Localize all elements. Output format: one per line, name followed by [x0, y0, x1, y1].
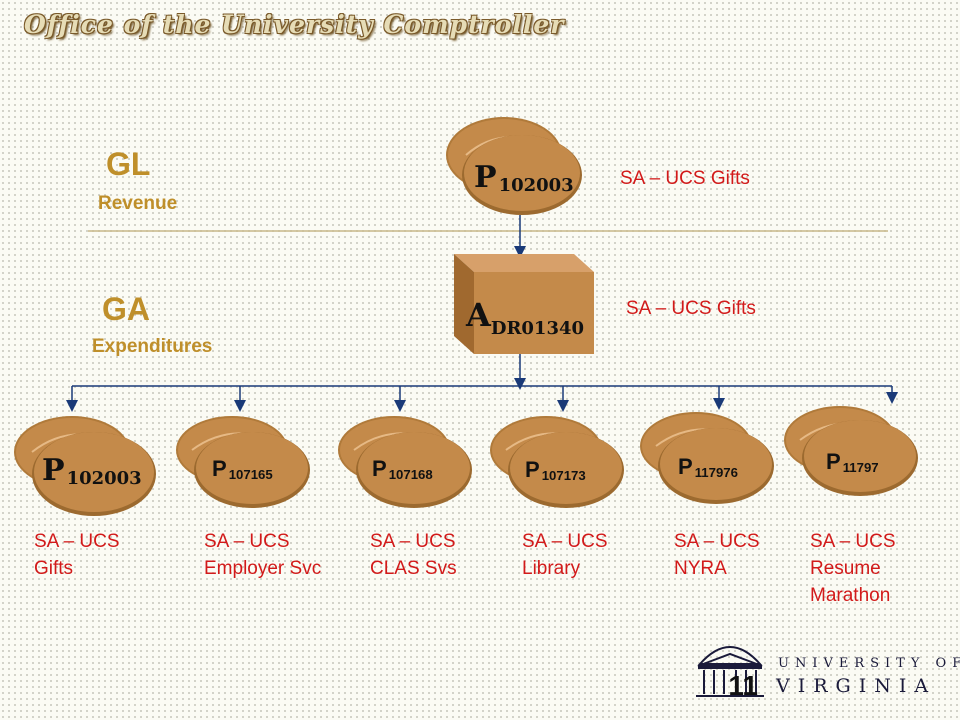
- account-box: [454, 254, 594, 354]
- page-title: Office of the University Comptroller: [24, 10, 565, 39]
- top-project-cylinder: [446, 117, 582, 215]
- account-desc: SA – UCS Gifts: [626, 298, 756, 319]
- account-code: ADR01340: [466, 296, 585, 339]
- logo-university-of: UNIVERSITY OF: [778, 656, 960, 671]
- project-6-cylinder: [784, 406, 918, 496]
- ga-expenditures-label: Expenditures: [92, 336, 213, 357]
- top-project-desc: SA – UCS Gifts: [620, 168, 750, 189]
- project-3-cylinder: [338, 416, 472, 508]
- project-2-cylinder: [176, 416, 310, 508]
- project-4-cylinder: [490, 416, 624, 508]
- gl-label: GL: [106, 146, 151, 182]
- rotunda-logo-icon: [696, 646, 764, 697]
- logo-virginia: VIRGINIA: [776, 675, 937, 697]
- gl-revenue-label: Revenue: [98, 193, 178, 214]
- project-1-cylinder: [14, 416, 156, 516]
- slide-number: 11: [728, 670, 758, 701]
- ga-label: GA: [102, 291, 150, 327]
- project-5-cylinder: [640, 412, 774, 504]
